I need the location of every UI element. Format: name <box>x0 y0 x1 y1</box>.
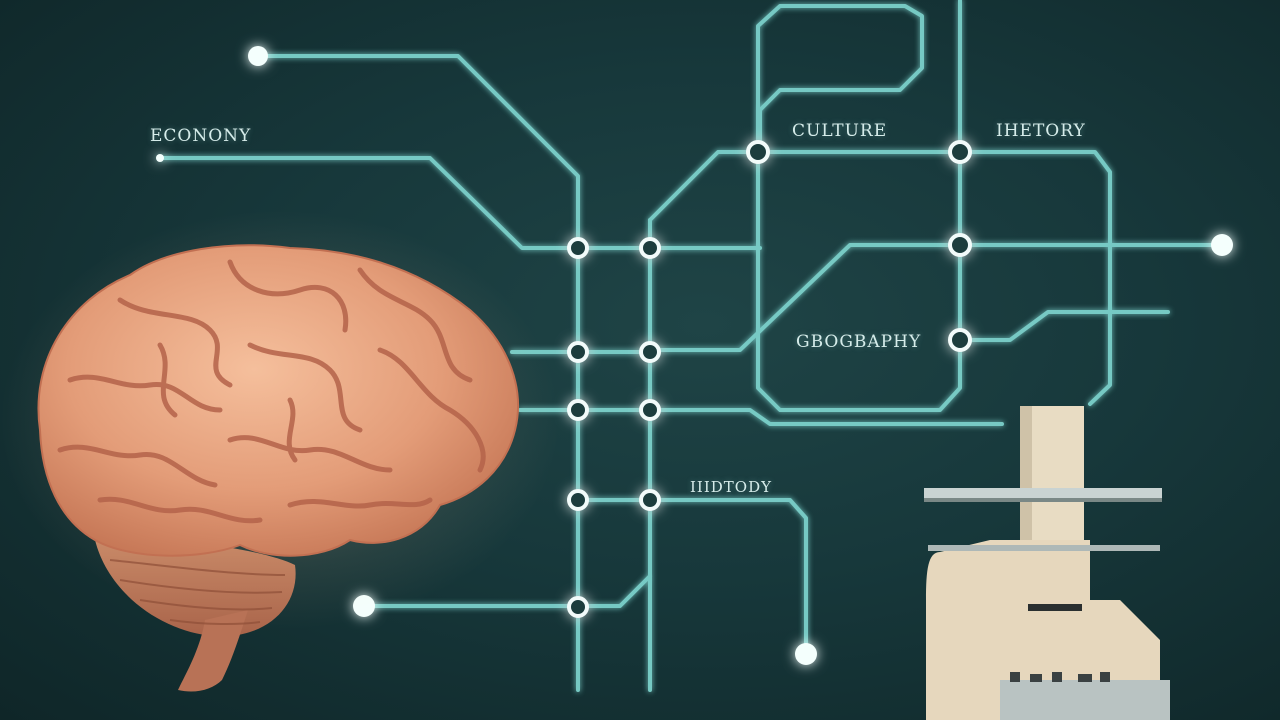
label-history-bottom: IIIDTODY <box>690 478 773 496</box>
line-upper-diagonal <box>648 150 1112 406</box>
node <box>567 489 589 511</box>
terminal-node <box>156 154 164 162</box>
node <box>639 237 661 259</box>
node <box>639 399 661 421</box>
node <box>567 399 589 421</box>
cerebellum-ridges <box>109 559 286 626</box>
device-tray <box>924 488 1162 498</box>
node <box>639 341 661 363</box>
line-bottom-left <box>362 574 652 608</box>
node <box>639 489 661 511</box>
brain-stem <box>178 610 248 692</box>
line-bottom <box>576 498 808 654</box>
label-culture: CULTURE <box>792 121 888 141</box>
brain-folds <box>57 259 486 524</box>
line-lower-horizontal <box>518 408 1004 426</box>
node <box>948 233 972 257</box>
line-top-left <box>256 54 580 692</box>
label-history-top: IHETORY <box>996 121 1086 141</box>
label-economy: ECONONY <box>150 126 252 146</box>
line-far-right <box>958 243 1224 342</box>
line-geography-branch <box>958 310 1170 342</box>
cerebrum <box>37 244 519 557</box>
terminal-node <box>248 46 268 66</box>
line-loop <box>756 0 962 412</box>
node <box>948 328 972 352</box>
brain-illustration <box>0 210 560 692</box>
node <box>567 341 589 363</box>
node <box>567 596 589 618</box>
network-nodes <box>156 46 1233 665</box>
node <box>948 140 972 164</box>
device-frame <box>928 545 1160 551</box>
label-geography: GBOGBAPHY <box>796 332 922 352</box>
lab-device <box>924 406 1170 720</box>
terminal-node <box>1211 234 1233 256</box>
terminal-node <box>795 643 817 665</box>
line-geography-diagonal <box>648 243 962 352</box>
node <box>746 140 770 164</box>
node <box>567 237 589 259</box>
